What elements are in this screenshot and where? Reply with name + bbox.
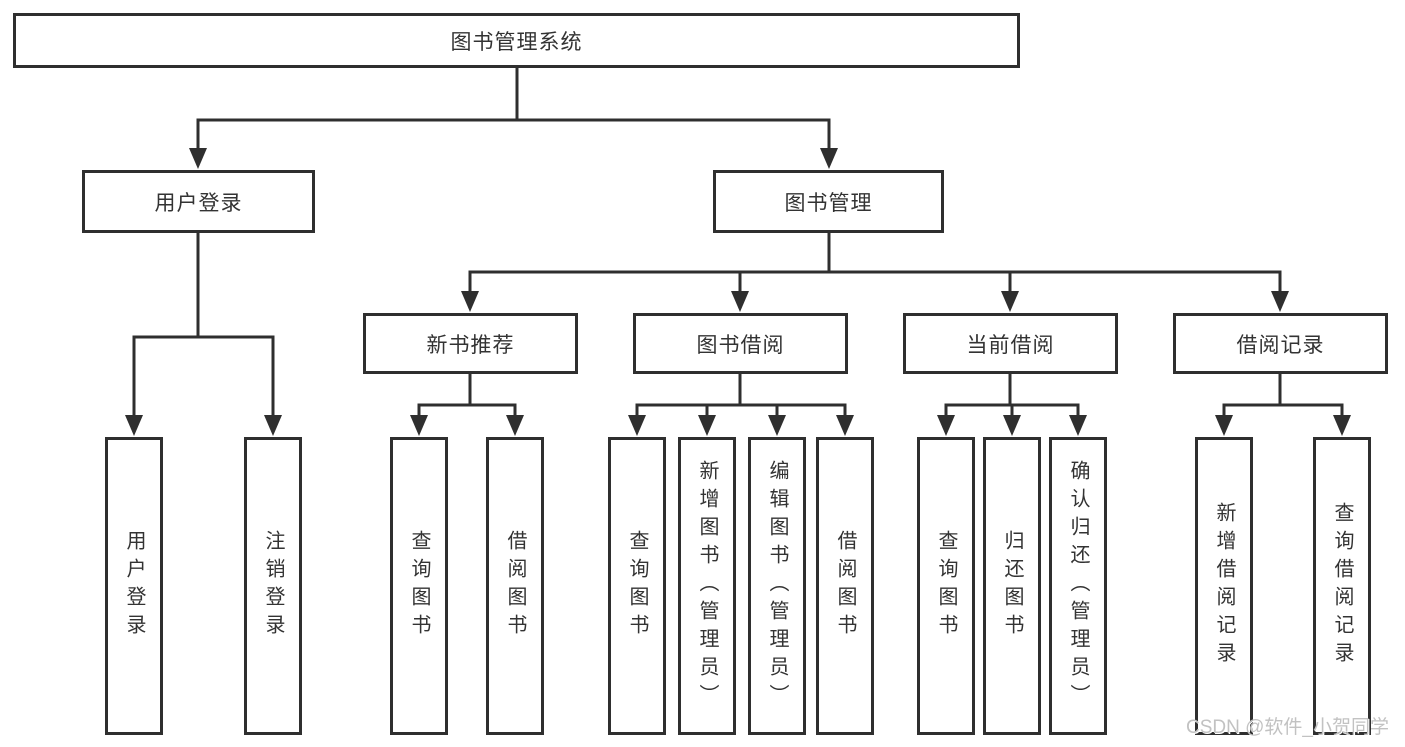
node-new-book-recommend: 新书推荐	[363, 313, 578, 374]
leaf-add-borrow-record-label: 新增借阅记录	[1213, 502, 1235, 670]
leaf-return-books: 归还图书	[983, 437, 1041, 735]
node-book-borrow: 图书借阅	[633, 313, 848, 374]
node-book-management-label: 图书管理	[784, 191, 873, 215]
leaf-query-borrow-record-label: 查询借阅记录	[1331, 502, 1353, 670]
leaf-recommend-borrow-books: 借阅图书	[486, 437, 544, 735]
leaf-logout: 注销登录	[244, 437, 302, 735]
leaf-return-books-label: 归还图书	[1001, 530, 1023, 642]
leaf-add-borrow-record: 新增借阅记录	[1195, 437, 1253, 735]
leaf-borrow-query-books-label: 查询图书	[626, 530, 648, 642]
leaf-user-login: 用户登录	[105, 437, 163, 735]
leaf-user-login-label: 用户登录	[123, 530, 145, 642]
leaf-borrow-books: 借阅图书	[816, 437, 874, 735]
node-book-borrow-label: 图书借阅	[696, 333, 785, 357]
leaf-borrow-query-books: 查询图书	[608, 437, 666, 735]
node-book-management: 图书管理	[713, 170, 944, 233]
leaf-current-query-books: 查询图书	[917, 437, 975, 735]
leaf-add-books-admin: 新增图书（管理员）	[678, 437, 736, 735]
node-borrow-records: 借阅记录	[1173, 313, 1388, 374]
leaf-recommend-query-books-label: 查询图书	[408, 530, 430, 642]
leaf-confirm-return-admin-label: 确认归还（管理员）	[1067, 460, 1089, 712]
leaf-logout-label: 注销登录	[262, 530, 284, 642]
csdn-watermark: CSDN @软件_小贺同学	[1186, 717, 1389, 738]
leaf-add-books-admin-label: 新增图书（管理员）	[696, 460, 718, 712]
leaf-confirm-return-admin: 确认归还（管理员）	[1049, 437, 1107, 735]
leaf-edit-books-admin: 编辑图书（管理员）	[748, 437, 806, 735]
node-new-book-recommend-label: 新书推荐	[426, 333, 515, 357]
node-user-login: 用户登录	[82, 170, 315, 233]
node-borrow-records-label: 借阅记录	[1236, 333, 1325, 357]
node-current-borrow-label: 当前借阅	[966, 333, 1055, 357]
node-current-borrow: 当前借阅	[903, 313, 1118, 374]
leaf-recommend-query-books: 查询图书	[390, 437, 448, 735]
leaf-edit-books-admin-label: 编辑图书（管理员）	[766, 460, 788, 712]
node-root: 图书管理系统	[13, 13, 1020, 68]
node-user-login-label: 用户登录	[154, 191, 243, 215]
leaf-current-query-books-label: 查询图书	[935, 530, 957, 642]
leaf-recommend-borrow-books-label: 借阅图书	[504, 530, 526, 642]
leaf-query-borrow-record: 查询借阅记录	[1313, 437, 1371, 735]
node-root-label: 图书管理系统	[450, 30, 583, 54]
leaf-borrow-books-label: 借阅图书	[834, 530, 856, 642]
